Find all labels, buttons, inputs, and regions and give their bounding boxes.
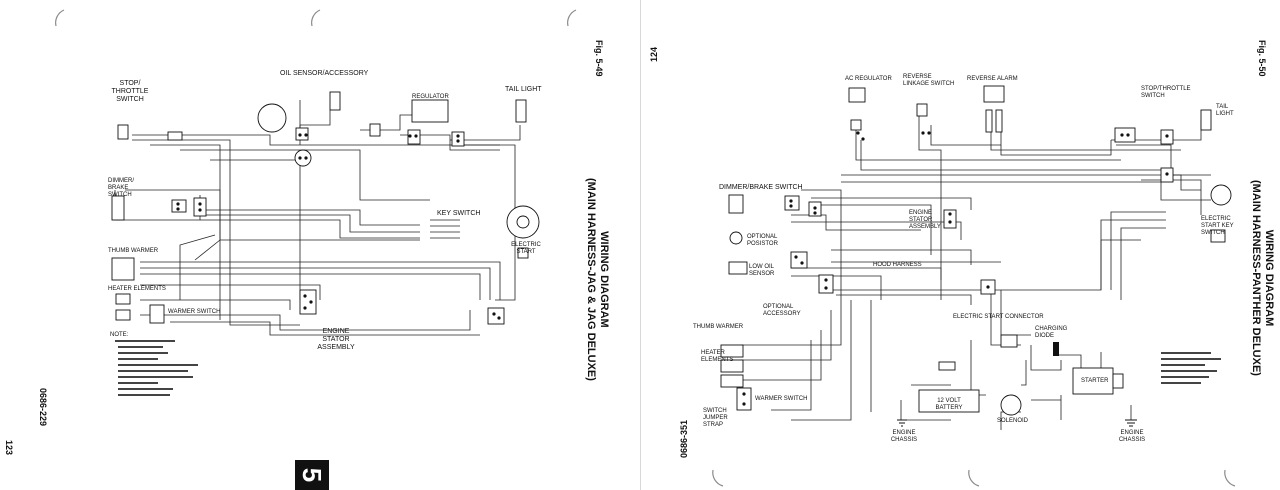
label-solenoid: SOLENOID — [997, 418, 1029, 424]
warmer-switch-box-right — [736, 387, 752, 411]
label-regulator: REGULATOR — [412, 94, 449, 100]
tail-light-box — [515, 99, 527, 123]
page-number-right: 124 — [649, 46, 659, 62]
reverse-linkage-switch — [916, 103, 928, 117]
title-line-2-right: (MAIN HARNESS-PANTHER DELUXE) — [1250, 180, 1262, 376]
label-switch-jumper-strap: SWITCH JUMPER STRAP — [703, 408, 728, 428]
label-engine-stator-assembly: ENGINE STATOR ASSEMBLY — [317, 328, 355, 351]
left-page: STOP/ THROTTLE SWITCH OIL SENSOR/ACCESSO… — [4, 9, 610, 490]
right-notes-block — [1161, 352, 1221, 384]
doc-code-left: 0686-229 — [38, 388, 48, 427]
binder-hole-mark — [712, 469, 724, 487]
label-warmer-switch-right: WARMER SWITCH — [755, 396, 808, 402]
label-tail-light: TAIL LIGHT — [505, 86, 542, 93]
diagram-title-right: WIRING DIAGRAM (MAIN HARNESS-PANTHER DEL… — [1249, 180, 1275, 376]
right-page: AC REGULATOR REVERSE LINKAGE SWITCH REVE… — [640, 0, 1280, 490]
diagram-title-left: WIRING DIAGRAM (MAIN HARNESS-JAG & JAG D… — [584, 178, 610, 381]
binder-hole-mark — [968, 469, 980, 487]
title-line-1-right: WIRING DIAGRAM — [1263, 229, 1275, 327]
label-electric-start-connector: ELECTRIC START CONNECTOR — [953, 314, 1044, 320]
label-key-switch: KEY SWITCH — [437, 210, 481, 217]
label-low-oil-sensor: LOW OIL SENSOR — [749, 264, 775, 277]
label-ac-regulator: AC REGULATOR — [845, 76, 892, 82]
label-electric-start: ELECTRIC START — [511, 242, 541, 255]
tail-light-right — [1200, 109, 1212, 131]
label-starter: STARTER — [1081, 378, 1109, 384]
right-components — [720, 85, 1232, 416]
right-wiring-diagram — [712, 85, 1236, 487]
label-optional-posistor: OPTIONAL POSISTOR — [747, 234, 778, 247]
binder-hole-mark — [55, 9, 65, 27]
label-electric-start-key-switch: ELECTRIC START KEY SWITCH — [1201, 216, 1234, 236]
label-stop-throttle-switch: STOP/ THROTTLE SWITCH — [111, 80, 149, 103]
label-reverse-linkage-switch: REVERSE LINKAGE SWITCH — [903, 74, 955, 87]
label-engine-stator-assembly-right: ENGINE STATOR ASSEMBLY — [909, 210, 941, 230]
label-optional-accessory: OPTIONAL ACCESSORY — [763, 304, 801, 317]
binder-hole-mark — [1224, 469, 1236, 487]
label-engine-chassis-right: ENGINE CHASSIS — [1118, 430, 1146, 443]
label-engine-chassis-left: ENGINE CHASSIS — [890, 430, 918, 443]
reverse-alarm-box — [983, 85, 1005, 103]
low-oil-sensor-box — [728, 261, 748, 275]
key-switch-right — [1210, 184, 1232, 206]
label-thumb-warmer: THUMB WARMER — [108, 248, 159, 254]
label-thumb-warmer-right: THUMB WARMER — [693, 324, 744, 330]
warmer-switch-box — [149, 304, 165, 324]
dimmer-brake-box — [728, 194, 744, 214]
binder-hole-mark — [567, 9, 577, 27]
section-tab-number: 5 — [297, 467, 327, 483]
title-line-1: WIRING DIAGRAM — [598, 231, 610, 328]
label-12-volt-battery: 12 VOLT BATTERY — [935, 398, 963, 411]
label-warmer-switch: WARMER SWITCH — [168, 309, 221, 315]
dimmer-switch-box — [111, 195, 125, 221]
solenoid-circle — [1000, 394, 1022, 416]
figure-label-right: Fig. 5-50 — [1257, 40, 1267, 77]
doc-code-right: 0686-351 — [679, 419, 689, 458]
right-wires — [741, 110, 1211, 430]
left-components — [111, 91, 540, 325]
label-oil-sensor-accessory: OIL SENSOR/ACCESSORY — [280, 70, 369, 77]
figure-label-left: Fig. 5-49 — [594, 40, 604, 77]
title-line-2: (MAIN HARNESS-JAG & JAG DELUXE) — [585, 178, 597, 381]
stator-connector — [299, 289, 317, 315]
ac-regulator-box — [848, 87, 866, 103]
stator-connector-right — [943, 209, 957, 229]
regulator-box — [411, 99, 449, 123]
label-heater-elements-right: HEATER ELEMENTS — [701, 350, 734, 363]
left-notes-block — [115, 340, 198, 396]
label-heater-elements: HEATER ELEMENTS — [108, 286, 166, 292]
label-charging-diode: CHARGING DIODE — [1035, 326, 1068, 339]
label-stop-throttle-switch-right: STOP/THROTTLE SWITCH — [1141, 86, 1191, 99]
posistor-icon — [729, 231, 743, 245]
label-hood-harness: HOOD HARNESS — [873, 262, 922, 268]
battery-box — [918, 389, 980, 413]
ground-symbols — [897, 419, 1137, 427]
binder-hole-mark — [311, 9, 321, 27]
label-tail-light-right: TAIL LIGHT — [1216, 104, 1234, 117]
stop-switch-box — [117, 124, 129, 140]
oil-sensor — [257, 103, 287, 133]
section-tab: 5 — [295, 460, 329, 490]
page-number-left: 123 — [4, 440, 14, 456]
label-dimmer-brake-switch-right: DIMMER/BRAKE SWITCH — [719, 184, 803, 191]
label-dimmer-brake-switch: DIMMER/ BRAKE SWITCH — [108, 178, 134, 198]
label-notes: NOTE: — [110, 332, 129, 338]
left-wiring-diagram — [55, 9, 577, 396]
thumb-warmer-box — [111, 257, 135, 281]
label-reverse-alarm: REVERSE ALARM — [967, 76, 1018, 82]
